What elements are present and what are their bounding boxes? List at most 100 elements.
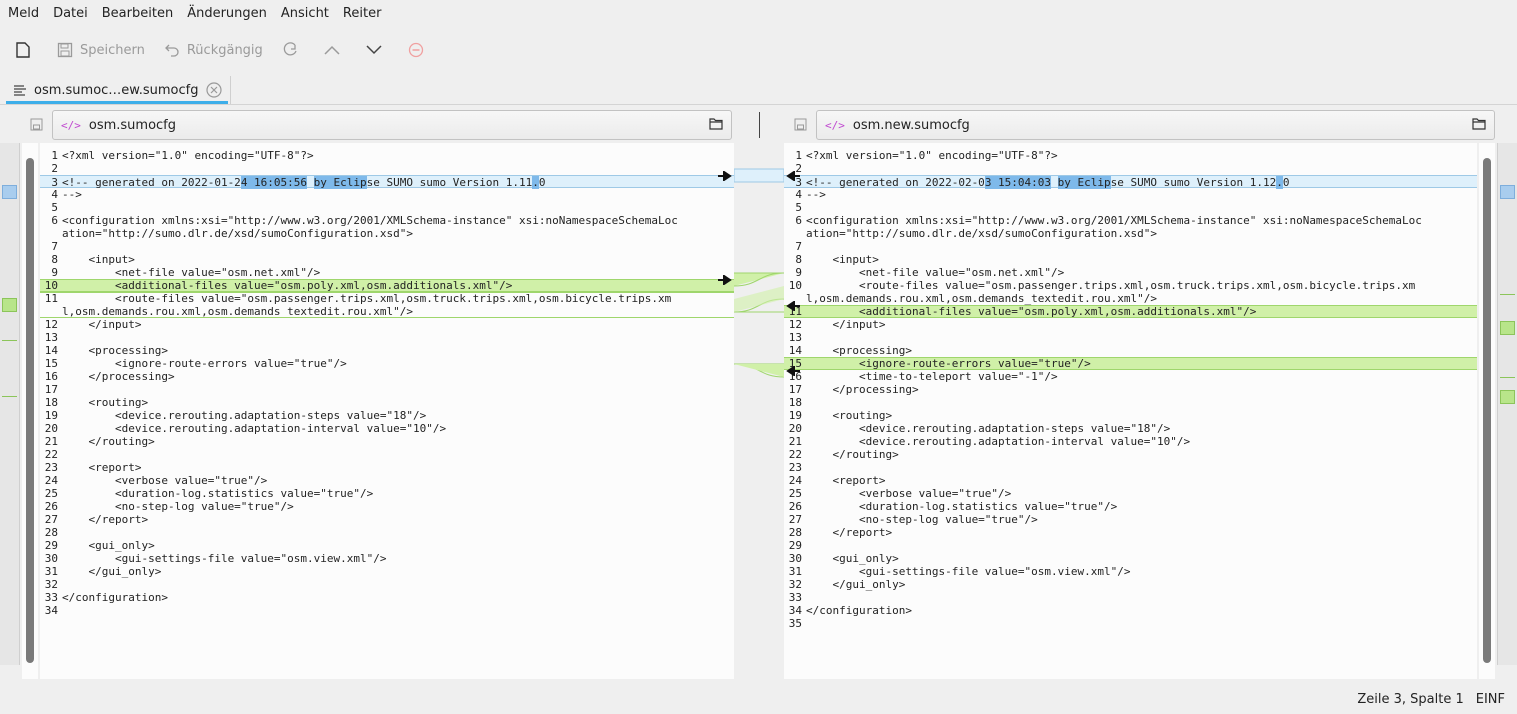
code-line[interactable]: 13 bbox=[784, 331, 1477, 344]
code-line[interactable]: 24 <report> bbox=[784, 474, 1477, 487]
close-tab-icon[interactable] bbox=[206, 82, 222, 98]
code-line[interactable]: 14 <processing> bbox=[40, 344, 734, 357]
redo-button[interactable] bbox=[281, 41, 305, 59]
menu-item-datei[interactable]: Datei bbox=[53, 5, 88, 21]
left-text-pane[interactable]: 1<?xml version="1.0" encoding="UTF-8"?> 2… bbox=[40, 143, 734, 679]
code-line[interactable]: 16 </processing> bbox=[40, 370, 734, 383]
push-left-arrow-icon[interactable] bbox=[786, 301, 800, 311]
code-line[interactable]: 29 <gui_only> bbox=[40, 539, 734, 552]
code-line[interactable]: 34 bbox=[40, 604, 734, 617]
code-line[interactable]: 9 <net-file value="osm.net.xml"/> bbox=[784, 266, 1477, 279]
code-line[interactable]: 6<configuration xmlns:xsi="http://www.w3… bbox=[40, 214, 734, 227]
code-line[interactable]: 24 <verbose value="true"/> bbox=[40, 474, 734, 487]
code-line[interactable]: 31 <gui-settings-file value="osm.view.xm… bbox=[784, 565, 1477, 578]
code-line[interactable]: 3<!-- generated on 2022-02-03 15:04:03 b… bbox=[784, 175, 1477, 189]
code-line[interactable]: l,osm.demands.rou.xml,osm.demands_texted… bbox=[40, 305, 734, 318]
code-line[interactable]: 3<!-- generated on 2022-01-24 16:05:56 b… bbox=[40, 175, 734, 189]
code-line[interactable]: 4--> bbox=[784, 188, 1477, 201]
code-line[interactable]: 7 bbox=[40, 240, 734, 253]
code-line[interactable]: 26 <no-step-log value="true"/> bbox=[40, 500, 734, 513]
code-line[interactable]: 11 <additional-files value="osm.poly.xml… bbox=[784, 305, 1477, 318]
push-right-arrow-icon[interactable] bbox=[718, 171, 732, 181]
code-line[interactable]: 5 bbox=[784, 201, 1477, 214]
code-line[interactable]: 8 <input> bbox=[784, 253, 1477, 266]
code-line[interactable]: 22 bbox=[40, 448, 734, 461]
right-text-pane[interactable]: 1<?xml version="1.0" encoding="UTF-8"?>2… bbox=[784, 143, 1477, 679]
code-line[interactable]: 19 <routing> bbox=[784, 409, 1477, 422]
code-line[interactable]: 18 bbox=[784, 396, 1477, 409]
next-change-button[interactable] bbox=[365, 41, 389, 59]
code-line[interactable]: 20 <device.rerouting.adaptation-interval… bbox=[40, 422, 734, 435]
menu-item-änderungen[interactable]: Änderungen bbox=[187, 5, 267, 21]
code-line[interactable]: 30 <gui-settings-file value="osm.view.xm… bbox=[40, 552, 734, 565]
code-line[interactable]: 16 <time-to-teleport value="-1"/> bbox=[784, 370, 1477, 383]
code-line[interactable]: 27 </report> bbox=[40, 513, 734, 526]
left-scroll-thumb[interactable] bbox=[26, 158, 34, 663]
right-save-icon[interactable] bbox=[794, 118, 807, 135]
left-save-icon[interactable] bbox=[30, 118, 43, 135]
code-line[interactable]: 5 bbox=[40, 201, 734, 214]
code-line[interactable]: 17 bbox=[40, 383, 734, 396]
new-comparison-button[interactable] bbox=[14, 41, 38, 59]
menu-item-bearbeiten[interactable]: Bearbeiten bbox=[101, 5, 174, 21]
push-left-arrow-icon[interactable] bbox=[786, 366, 800, 376]
code-line[interactable]: 26 <duration-log.statistics value="true"… bbox=[784, 500, 1477, 513]
code-line[interactable]: 15 <ignore-route-errors value="true"/> bbox=[40, 357, 734, 370]
code-line[interactable]: 27 <no-step-log value="true"/> bbox=[784, 513, 1477, 526]
push-left-arrow-icon[interactable] bbox=[786, 171, 800, 181]
code-line[interactable]: 12 </input> bbox=[784, 318, 1477, 331]
code-line[interactable]: 7 bbox=[784, 240, 1477, 253]
push-right-arrow-icon[interactable] bbox=[718, 275, 732, 285]
undo-button[interactable]: Rückgängig bbox=[163, 41, 263, 59]
code-line[interactable]: 35 bbox=[784, 617, 1477, 630]
code-line[interactable]: 1<?xml version="1.0" encoding="UTF-8"?> bbox=[40, 149, 734, 162]
code-line[interactable]: 30 <gui_only> bbox=[784, 552, 1477, 565]
code-line[interactable]: 2 bbox=[784, 162, 1477, 175]
code-line[interactable]: 23 bbox=[784, 461, 1477, 474]
stop-button[interactable] bbox=[407, 41, 431, 59]
menu-item-meld[interactable]: Meld bbox=[8, 5, 40, 21]
right-scrollbar[interactable] bbox=[1479, 143, 1495, 679]
code-line[interactable]: 18 <routing> bbox=[40, 396, 734, 409]
code-line[interactable]: 21 <device.rerouting.adaptation-interval… bbox=[784, 435, 1477, 448]
right-scroll-thumb[interactable] bbox=[1483, 158, 1491, 663]
code-line[interactable]: ation="http://sumo.dlr.de/xsd/sumoConfig… bbox=[784, 227, 1477, 240]
code-line[interactable]: 23 <report> bbox=[40, 461, 734, 474]
code-line[interactable]: 10 <additional-files value="osm.poly.xml… bbox=[40, 279, 734, 292]
previous-change-button[interactable] bbox=[323, 41, 347, 59]
code-line[interactable]: 33 bbox=[784, 591, 1477, 604]
code-line[interactable]: 11 <route-files value="osm.passenger.tri… bbox=[40, 292, 734, 305]
folder-open-icon[interactable] bbox=[1472, 117, 1486, 134]
code-line[interactable]: 4--> bbox=[40, 188, 734, 201]
code-line[interactable]: l,osm.demands.rou.xml,osm.demands_texted… bbox=[784, 292, 1477, 305]
code-line[interactable]: 32 </gui_only> bbox=[784, 578, 1477, 591]
code-line[interactable]: ation="http://sumo.dlr.de/xsd/sumoConfig… bbox=[40, 227, 734, 240]
code-line[interactable]: 14 <processing> bbox=[784, 344, 1477, 357]
left-scrollbar[interactable] bbox=[22, 143, 38, 679]
code-line[interactable]: 25 <duration-log.statistics value="true"… bbox=[40, 487, 734, 500]
code-line[interactable]: 31 </gui_only> bbox=[40, 565, 734, 578]
code-line[interactable]: 28 bbox=[40, 526, 734, 539]
code-line[interactable]: 33</configuration> bbox=[40, 591, 734, 604]
right-diff-overview[interactable] bbox=[1497, 143, 1517, 665]
code-line[interactable]: 17 </processing> bbox=[784, 383, 1477, 396]
left-file-chooser[interactable]: </> osm.sumocfg bbox=[52, 110, 732, 140]
code-line[interactable]: 20 <device.rerouting.adaptation-steps va… bbox=[784, 422, 1477, 435]
code-line[interactable]: 15 <ignore-route-errors value="true"/> bbox=[784, 357, 1477, 370]
code-line[interactable]: 12 </input> bbox=[40, 318, 734, 331]
code-line[interactable]: 1<?xml version="1.0" encoding="UTF-8"?> bbox=[784, 149, 1477, 162]
left-diff-overview[interactable] bbox=[0, 143, 20, 665]
code-line[interactable]: 10 <route-files value="osm.passenger.tri… bbox=[784, 279, 1477, 292]
save-button[interactable]: Speichern bbox=[56, 41, 145, 59]
code-line[interactable]: 13 bbox=[40, 331, 734, 344]
code-line[interactable]: 22 </routing> bbox=[784, 448, 1477, 461]
code-line[interactable]: 19 <device.rerouting.adaptation-steps va… bbox=[40, 409, 734, 422]
code-line[interactable]: 21 </routing> bbox=[40, 435, 734, 448]
code-line[interactable]: 25 <verbose value="true"/> bbox=[784, 487, 1477, 500]
code-line[interactable]: 28 </report> bbox=[784, 526, 1477, 539]
menu-item-reiter[interactable]: Reiter bbox=[342, 5, 382, 21]
code-line[interactable]: 34</configuration> bbox=[784, 604, 1477, 617]
code-line[interactable]: 8 <input> bbox=[40, 253, 734, 266]
code-line[interactable]: 32 bbox=[40, 578, 734, 591]
right-file-chooser[interactable]: </> osm.new.sumocfg bbox=[816, 110, 1495, 140]
